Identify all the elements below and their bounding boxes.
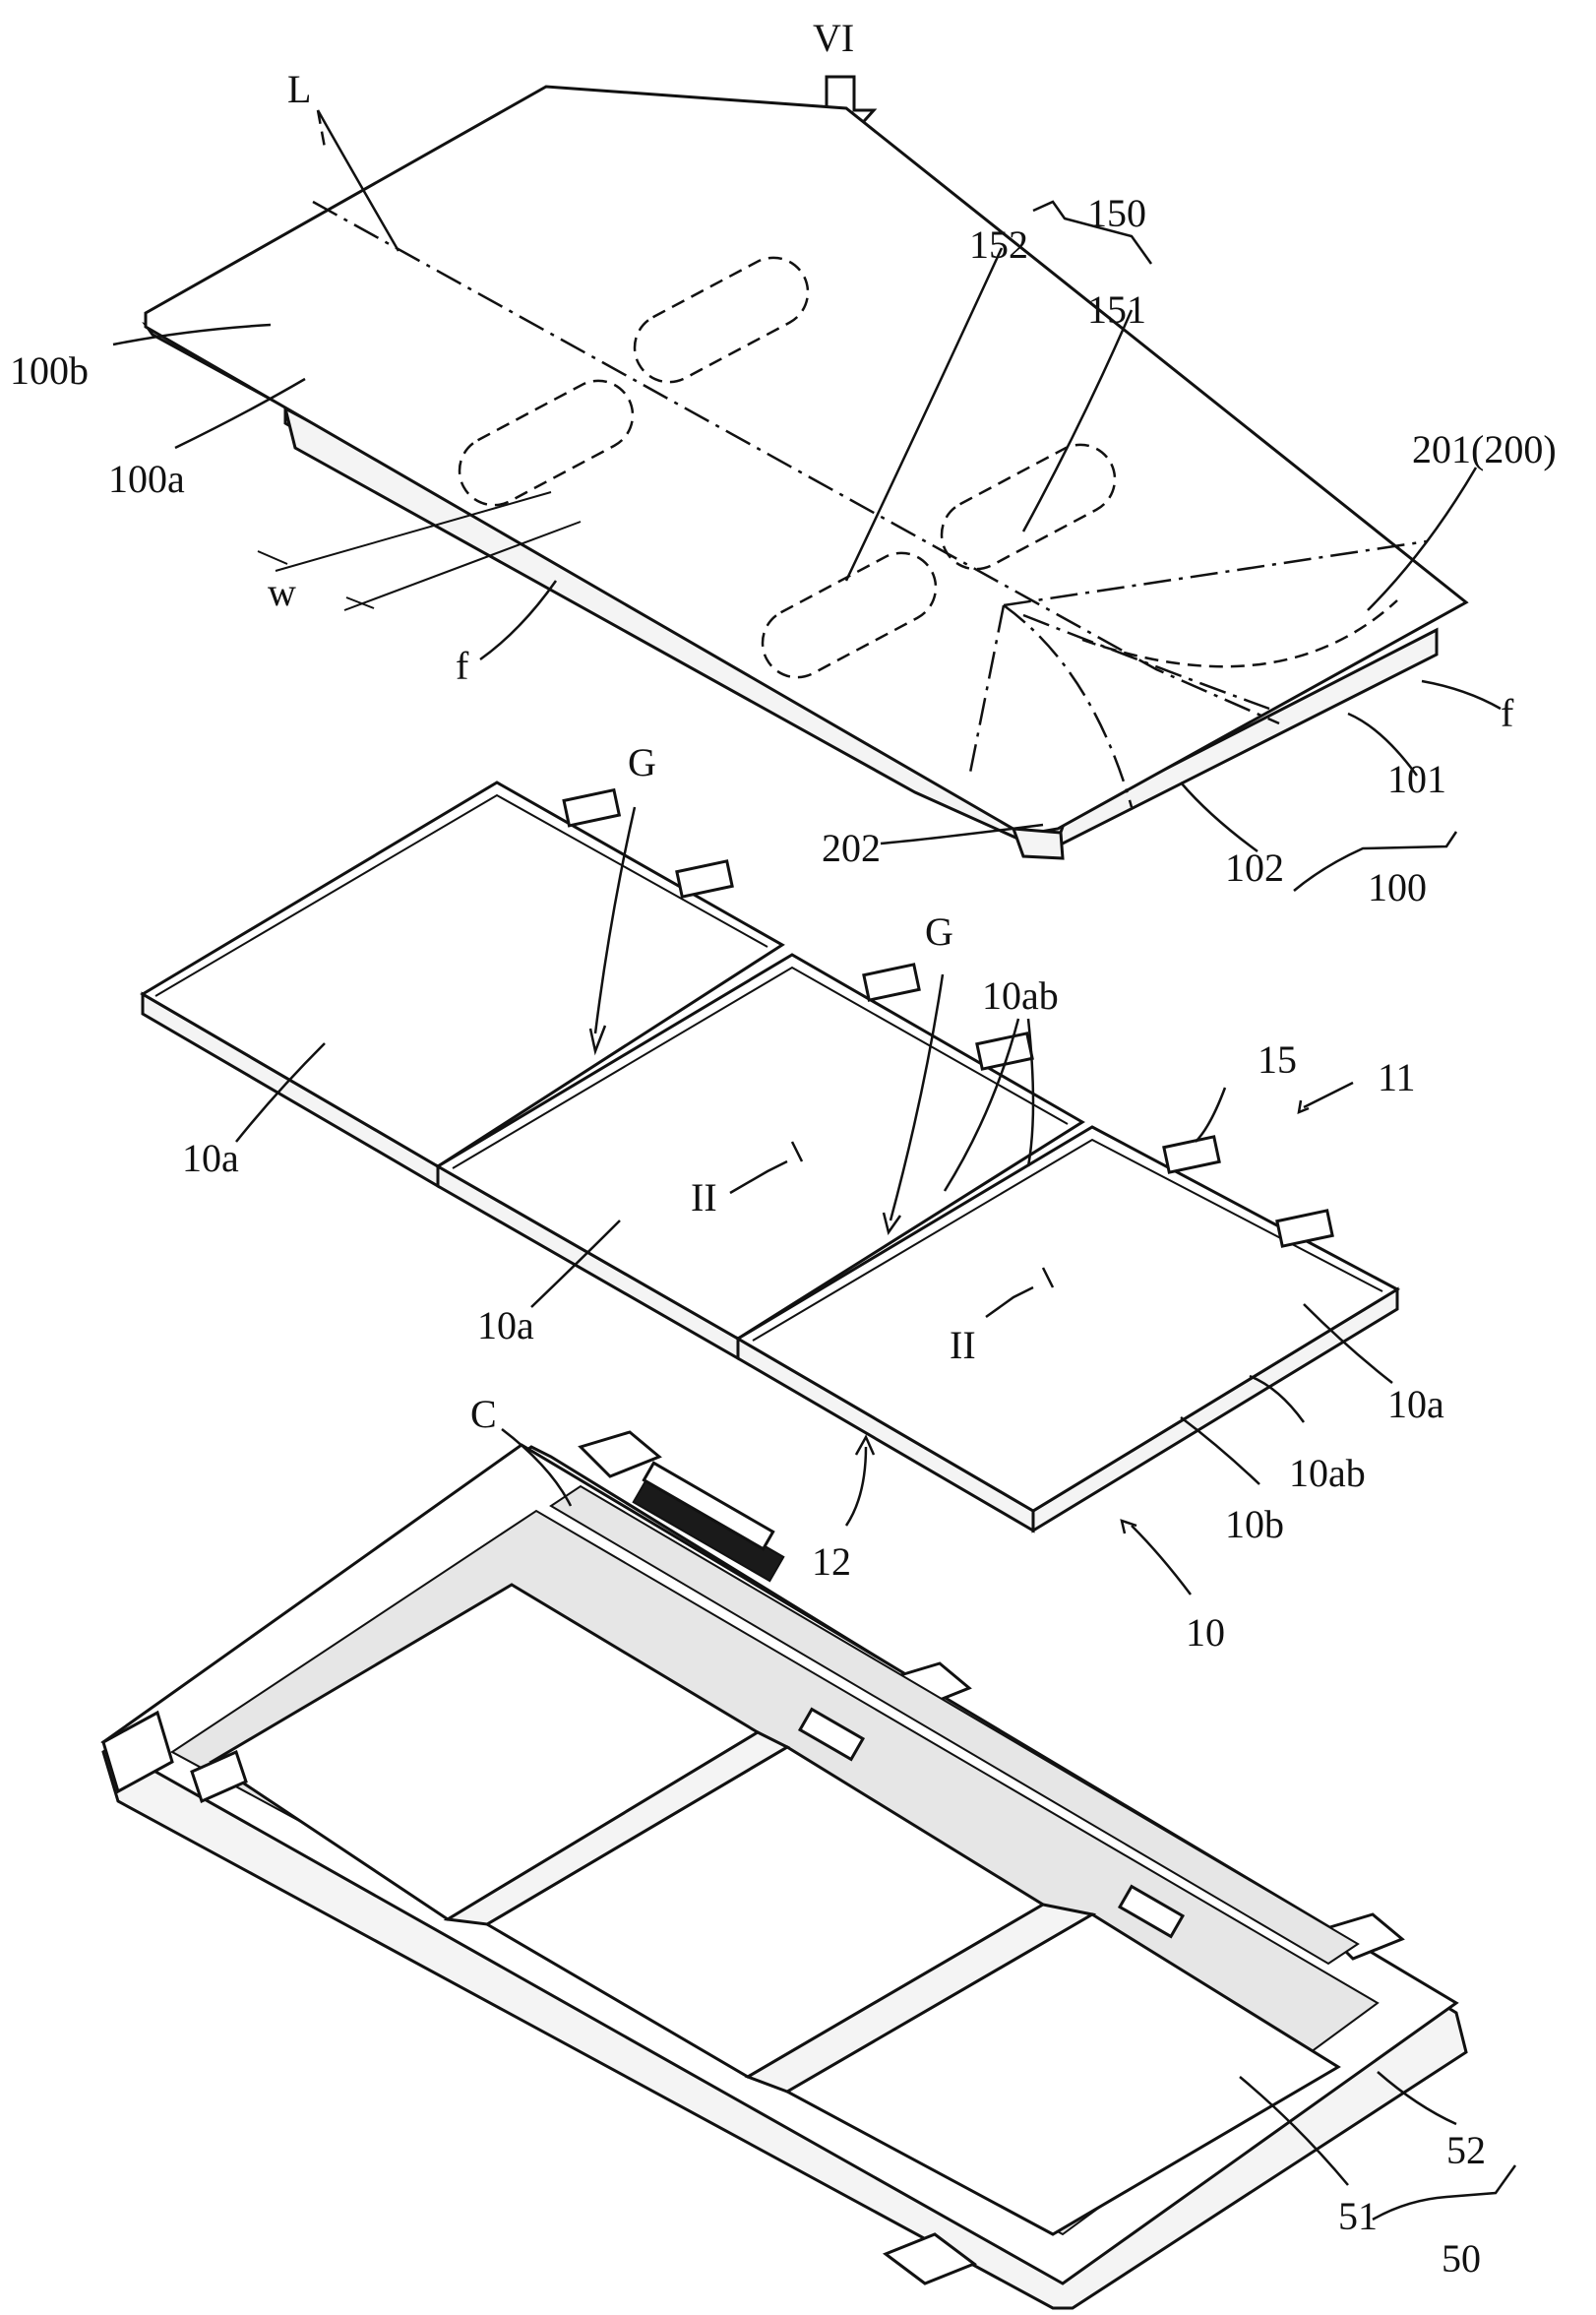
label-51: 51 [1338, 2194, 1378, 2238]
label-102: 102 [1225, 845, 1284, 890]
label-152: 152 [969, 222, 1028, 267]
label-10ab-right: 10ab [1289, 1451, 1366, 1495]
battery-cells-10 [140, 781, 1401, 1533]
reference-labels: VI L 150 152 151 100b 100a 201(200) w f … [10, 16, 1557, 2281]
leader-lines [112, 109, 1517, 2221]
connector [632, 1461, 785, 1583]
label-G-left: G [628, 740, 656, 784]
label-10a-right: 10a [1387, 1382, 1444, 1426]
label-G-mid: G [925, 909, 953, 954]
label-101: 101 [1387, 757, 1446, 801]
label-10a-mid: 10a [477, 1303, 534, 1347]
label-151: 151 [1087, 287, 1146, 332]
label-10ab-top: 10ab [982, 973, 1059, 1018]
label-f-left: f [456, 644, 469, 688]
label-10b: 10b [1225, 1502, 1284, 1546]
label-w: w [268, 570, 296, 614]
label-C: C [470, 1392, 497, 1436]
label-II-right: II [950, 1323, 976, 1367]
label-50: 50 [1442, 2236, 1481, 2281]
label-100: 100 [1368, 865, 1427, 909]
label-12: 12 [812, 1539, 851, 1584]
label-52: 52 [1446, 2128, 1486, 2172]
label-vi: VI [813, 16, 854, 60]
label-202: 202 [822, 826, 881, 870]
label-10a-left: 10a [182, 1136, 239, 1180]
cell-right [735, 1125, 1401, 1533]
label-150: 150 [1087, 191, 1146, 235]
label-201: 201(200) [1412, 427, 1557, 471]
label-10: 10 [1186, 1610, 1225, 1655]
label-100b: 100b [10, 348, 89, 393]
label-L: L [287, 67, 311, 111]
label-f-right: f [1501, 691, 1514, 735]
label-100a: 100a [108, 457, 185, 501]
tray-50 [100, 1430, 1468, 2310]
label-II-left: II [691, 1175, 717, 1220]
label-11: 11 [1378, 1055, 1416, 1099]
cover-sheet-100 [142, 85, 1469, 860]
adhesive-pattern-150 [458, 256, 1117, 679]
label-15: 15 [1258, 1037, 1297, 1082]
